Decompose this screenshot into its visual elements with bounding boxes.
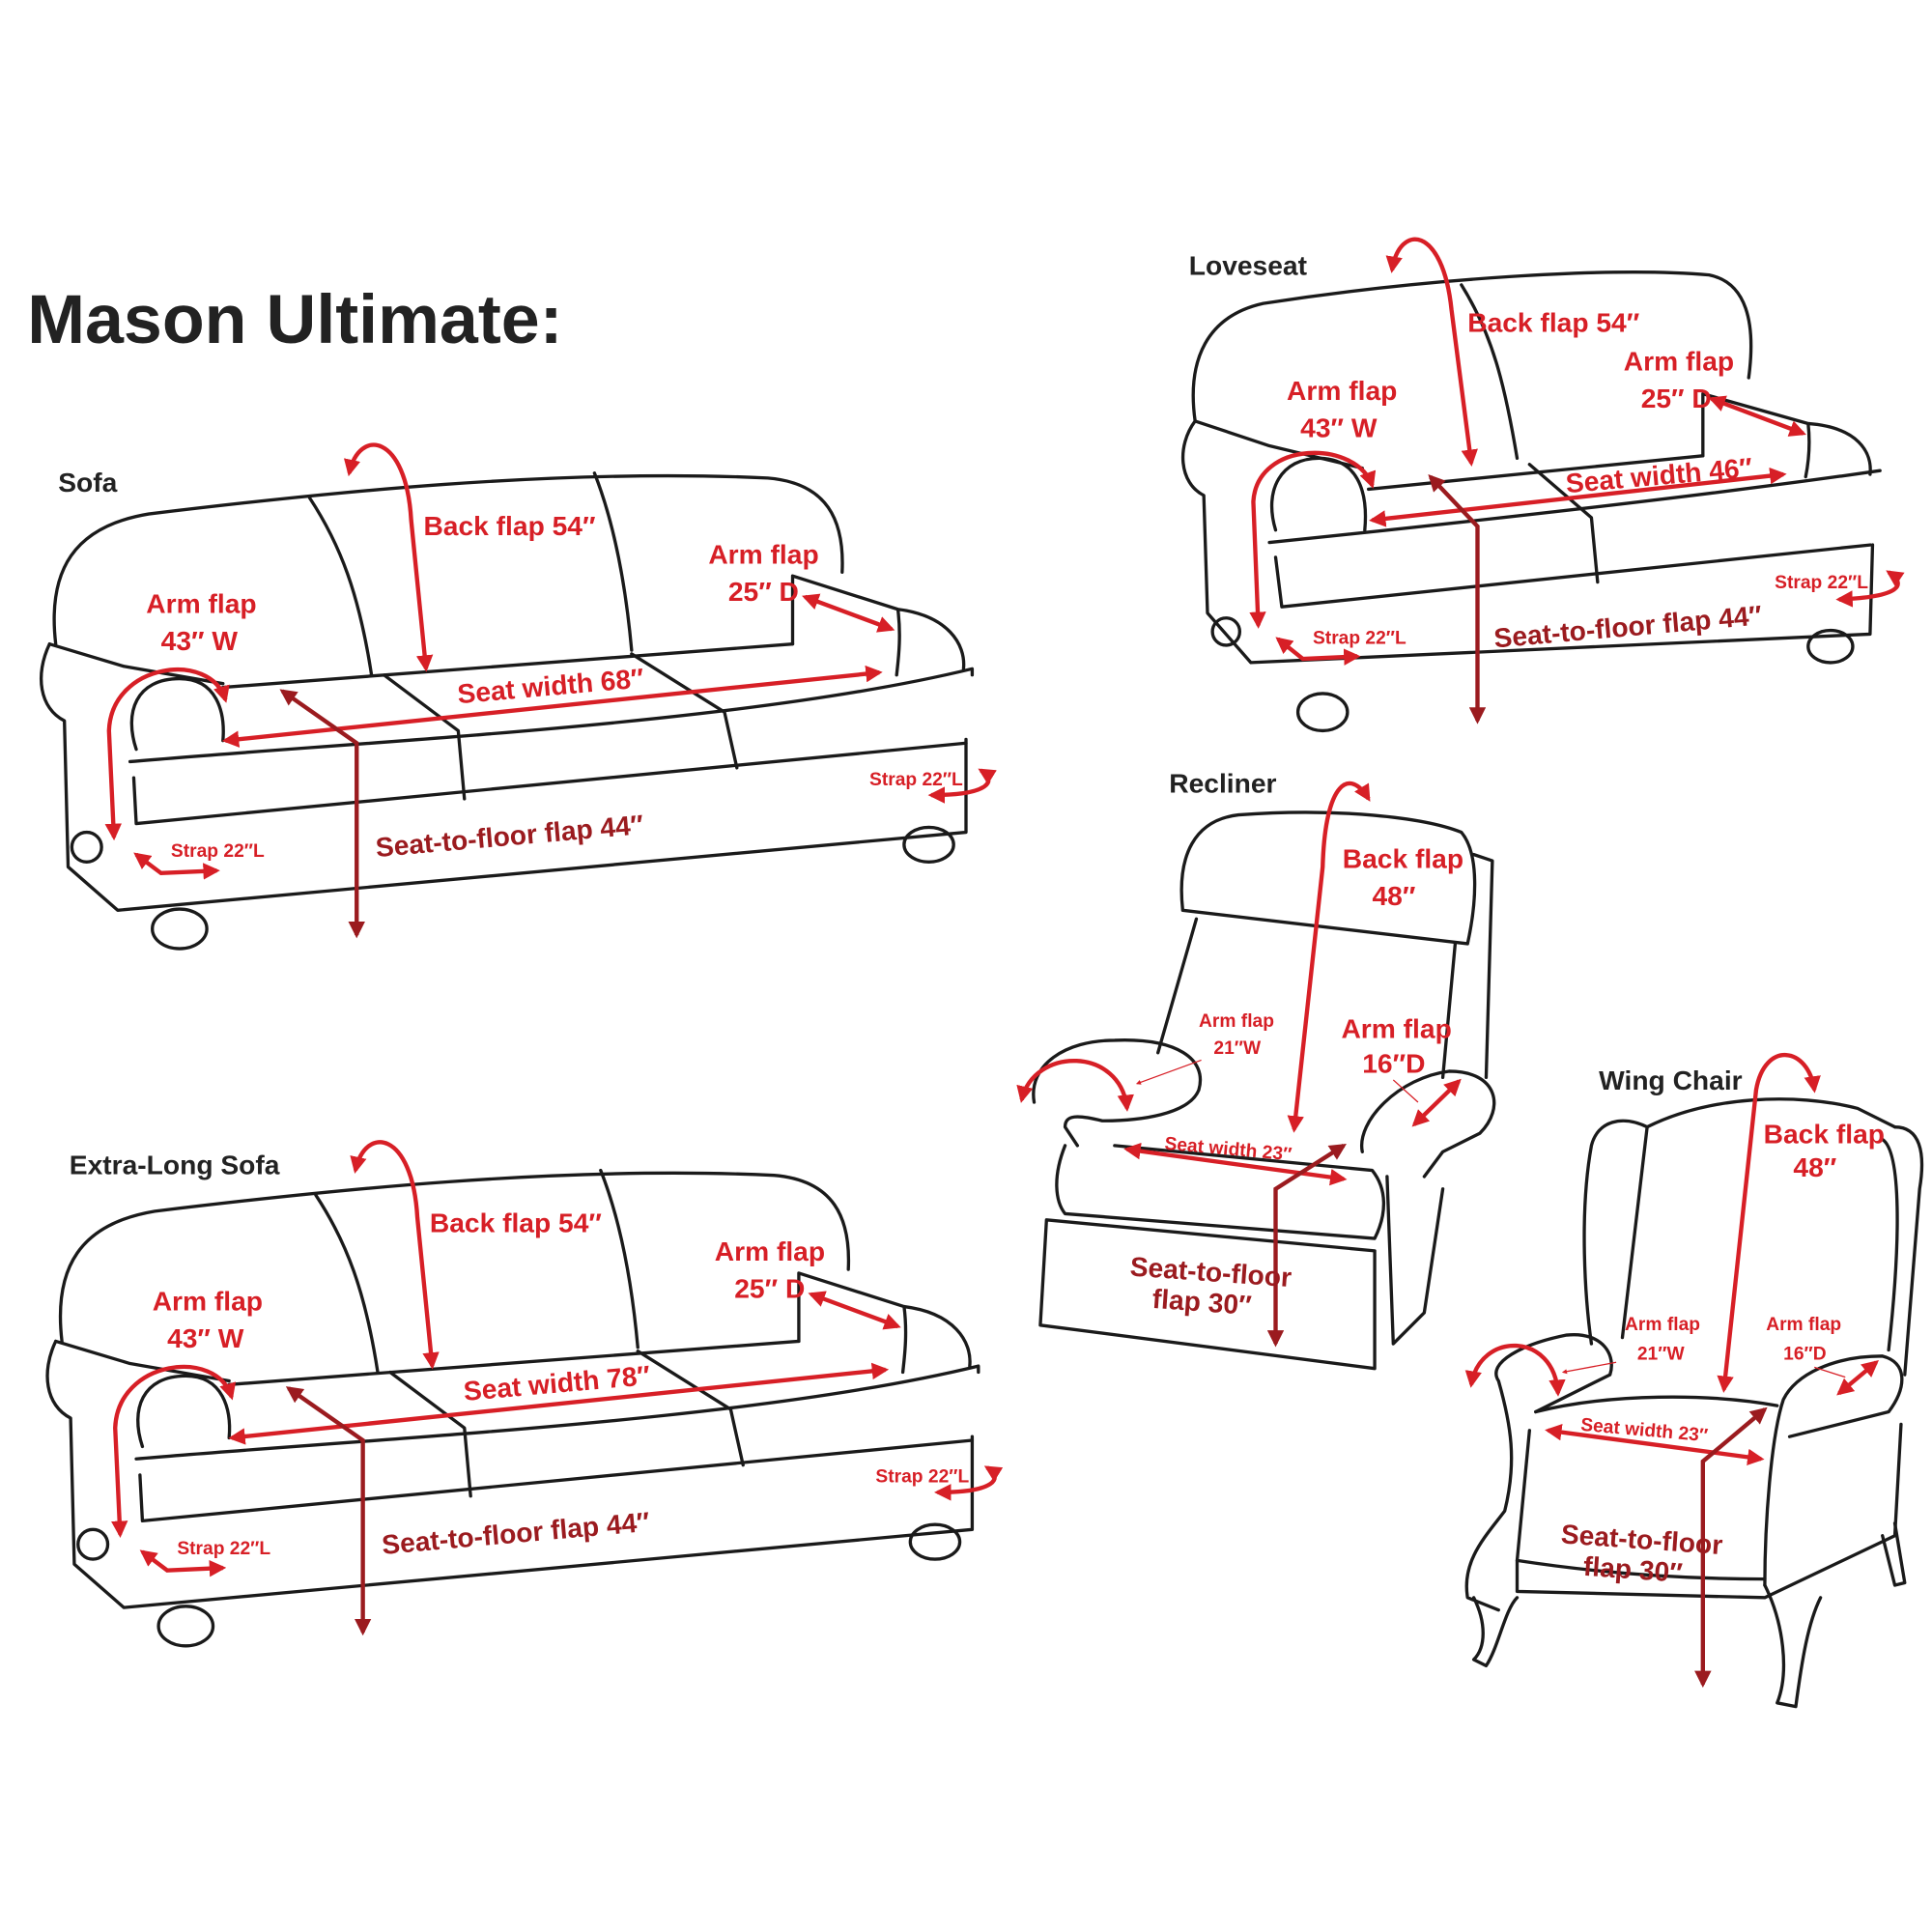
seat-width-label: Seat width 78″ xyxy=(463,1359,652,1406)
arm-flap-d-label-2: 16″D xyxy=(1783,1345,1827,1365)
arm-flap-d-label-1: Arm flap xyxy=(1766,1315,1841,1335)
arm-flap-w-label-1: Arm flap xyxy=(146,588,256,619)
arm-flap-d-arrow xyxy=(1836,1360,1879,1396)
wing-chair-diagram: Wing Chair Back flap 48″ Arm flap 21″W A… xyxy=(1464,1052,1924,1709)
arm-flap-d-label-2: 25″ D xyxy=(728,576,799,607)
seat-to-floor-arrow xyxy=(279,689,365,939)
sofa-diagram: Sofa Back flap 54″ Arm flap 43″ W Arm fl… xyxy=(39,442,997,951)
arm-flap-d-arrow xyxy=(808,1291,901,1330)
arm-flap-d-arrow xyxy=(1411,1078,1462,1127)
back-flap-label-2: 48″ xyxy=(1373,880,1416,911)
seat-width-label: Seat width 23″ xyxy=(1164,1134,1293,1165)
arm-flap-d-label-1: Arm flap xyxy=(1341,1012,1451,1043)
strap-right-arrow xyxy=(927,768,997,804)
arm-flap-w-label-1: Arm flap xyxy=(153,1285,263,1316)
arm-flap-d-label-2: 16″D xyxy=(1362,1047,1425,1078)
back-flap-arrow xyxy=(350,1140,440,1370)
page-title: Mason Ultimate: xyxy=(27,281,562,358)
recliner-label: Recliner xyxy=(1169,768,1276,799)
seat-to-floor-label-2: flap 30″ xyxy=(1151,1283,1253,1321)
back-flap-arrow xyxy=(1385,237,1478,467)
strap-left-label: Strap 22″L xyxy=(177,1539,270,1559)
arm-flap-w-arrow xyxy=(1464,1343,1566,1397)
back-flap-label: Back flap 54″ xyxy=(430,1208,602,1238)
arm-flap-w-arrow xyxy=(104,668,230,841)
back-flap-label-1: Back flap xyxy=(1343,843,1463,874)
arm-flap-w-arrow xyxy=(1249,450,1377,629)
back-flap-label: Back flap 54″ xyxy=(1467,307,1639,338)
recliner-diagram: Recliner Back flap 48″ Arm flap 21″W Arm… xyxy=(1016,768,1496,1371)
arm-flap-w-label-1: Arm flap xyxy=(1199,1011,1274,1032)
arm-flap-d-label-2: 25″ D xyxy=(734,1273,805,1304)
seat-to-floor-arrow xyxy=(1266,1144,1347,1348)
arm-flap-d-arrow xyxy=(802,593,895,633)
back-flap-label: Back flap 54″ xyxy=(423,510,595,541)
back-flap-arrow xyxy=(1717,1052,1821,1393)
seat-to-floor-arrow xyxy=(1694,1406,1768,1689)
arm-flap-d-arrow xyxy=(1708,395,1806,437)
seat-to-floor-label: Seat-to-floor flap 44″ xyxy=(374,809,644,863)
strap-left-arrow xyxy=(1275,637,1361,666)
loveseat-diagram: Loveseat Back flap 54″ Arm flap 43″ W Ar… xyxy=(1180,237,1905,733)
sofa-label: Sofa xyxy=(58,467,117,497)
arm-flap-w-arrow xyxy=(111,1364,237,1538)
arm-flap-w-label-1: Arm flap xyxy=(1287,375,1397,406)
strap-right-label: Strap 22″L xyxy=(869,770,963,790)
back-flap-arrow xyxy=(1287,781,1371,1133)
strap-right-label: Strap 22″L xyxy=(1775,573,1868,593)
arm-flap-w-label-2: 43″ W xyxy=(167,1322,244,1353)
wing-chair-label: Wing Chair xyxy=(1599,1065,1743,1095)
strap-left-arrow xyxy=(139,1549,227,1577)
strap-left-label: Strap 22″L xyxy=(1313,629,1406,649)
arm-flap-w-label-2: 21″W xyxy=(1637,1345,1686,1365)
arm-flap-d-label-1: Arm flap xyxy=(1624,345,1734,376)
arm-flap-d-label-2: 25″ D xyxy=(1641,383,1712,413)
seat-to-floor-arrow xyxy=(285,1386,372,1636)
seat-to-floor-label-2: flap 30″ xyxy=(1582,1550,1684,1588)
seat-to-floor-label: Seat-to-floor flap 44″ xyxy=(381,1506,651,1560)
back-flap-label-1: Back flap xyxy=(1764,1118,1885,1149)
seat-width-label: Seat width 68″ xyxy=(456,662,645,709)
arm-flap-w-label-1: Arm flap xyxy=(1625,1315,1700,1335)
loveseat-label: Loveseat xyxy=(1189,250,1308,281)
arm-flap-d-label-1: Arm flap xyxy=(715,1236,825,1266)
arm-flap-d-label-1: Arm flap xyxy=(708,538,818,569)
strap-right-arrow xyxy=(1835,570,1905,608)
arm-flap-w-arrow xyxy=(1016,1059,1134,1112)
strap-left-arrow xyxy=(133,852,220,880)
extra-long-sofa-label: Extra-Long Sofa xyxy=(70,1149,280,1179)
back-flap-label-2: 48″ xyxy=(1793,1151,1836,1182)
strap-right-arrow xyxy=(934,1465,1004,1501)
strap-left-label: Strap 22″L xyxy=(171,841,265,862)
seat-to-floor-arrow xyxy=(1428,474,1487,724)
back-flap-arrow xyxy=(343,442,434,672)
extra-long-sofa-diagram: Extra-Long Sofa Back flap 54″ Arm flap 4… xyxy=(45,1140,1004,1648)
arm-flap-w-label-2: 21″W xyxy=(1213,1038,1262,1059)
strap-right-label: Strap 22″L xyxy=(875,1467,969,1488)
arm-flap-w-label-2: 43″ W xyxy=(1300,412,1378,443)
arm-flap-w-label-2: 43″ W xyxy=(161,625,239,656)
